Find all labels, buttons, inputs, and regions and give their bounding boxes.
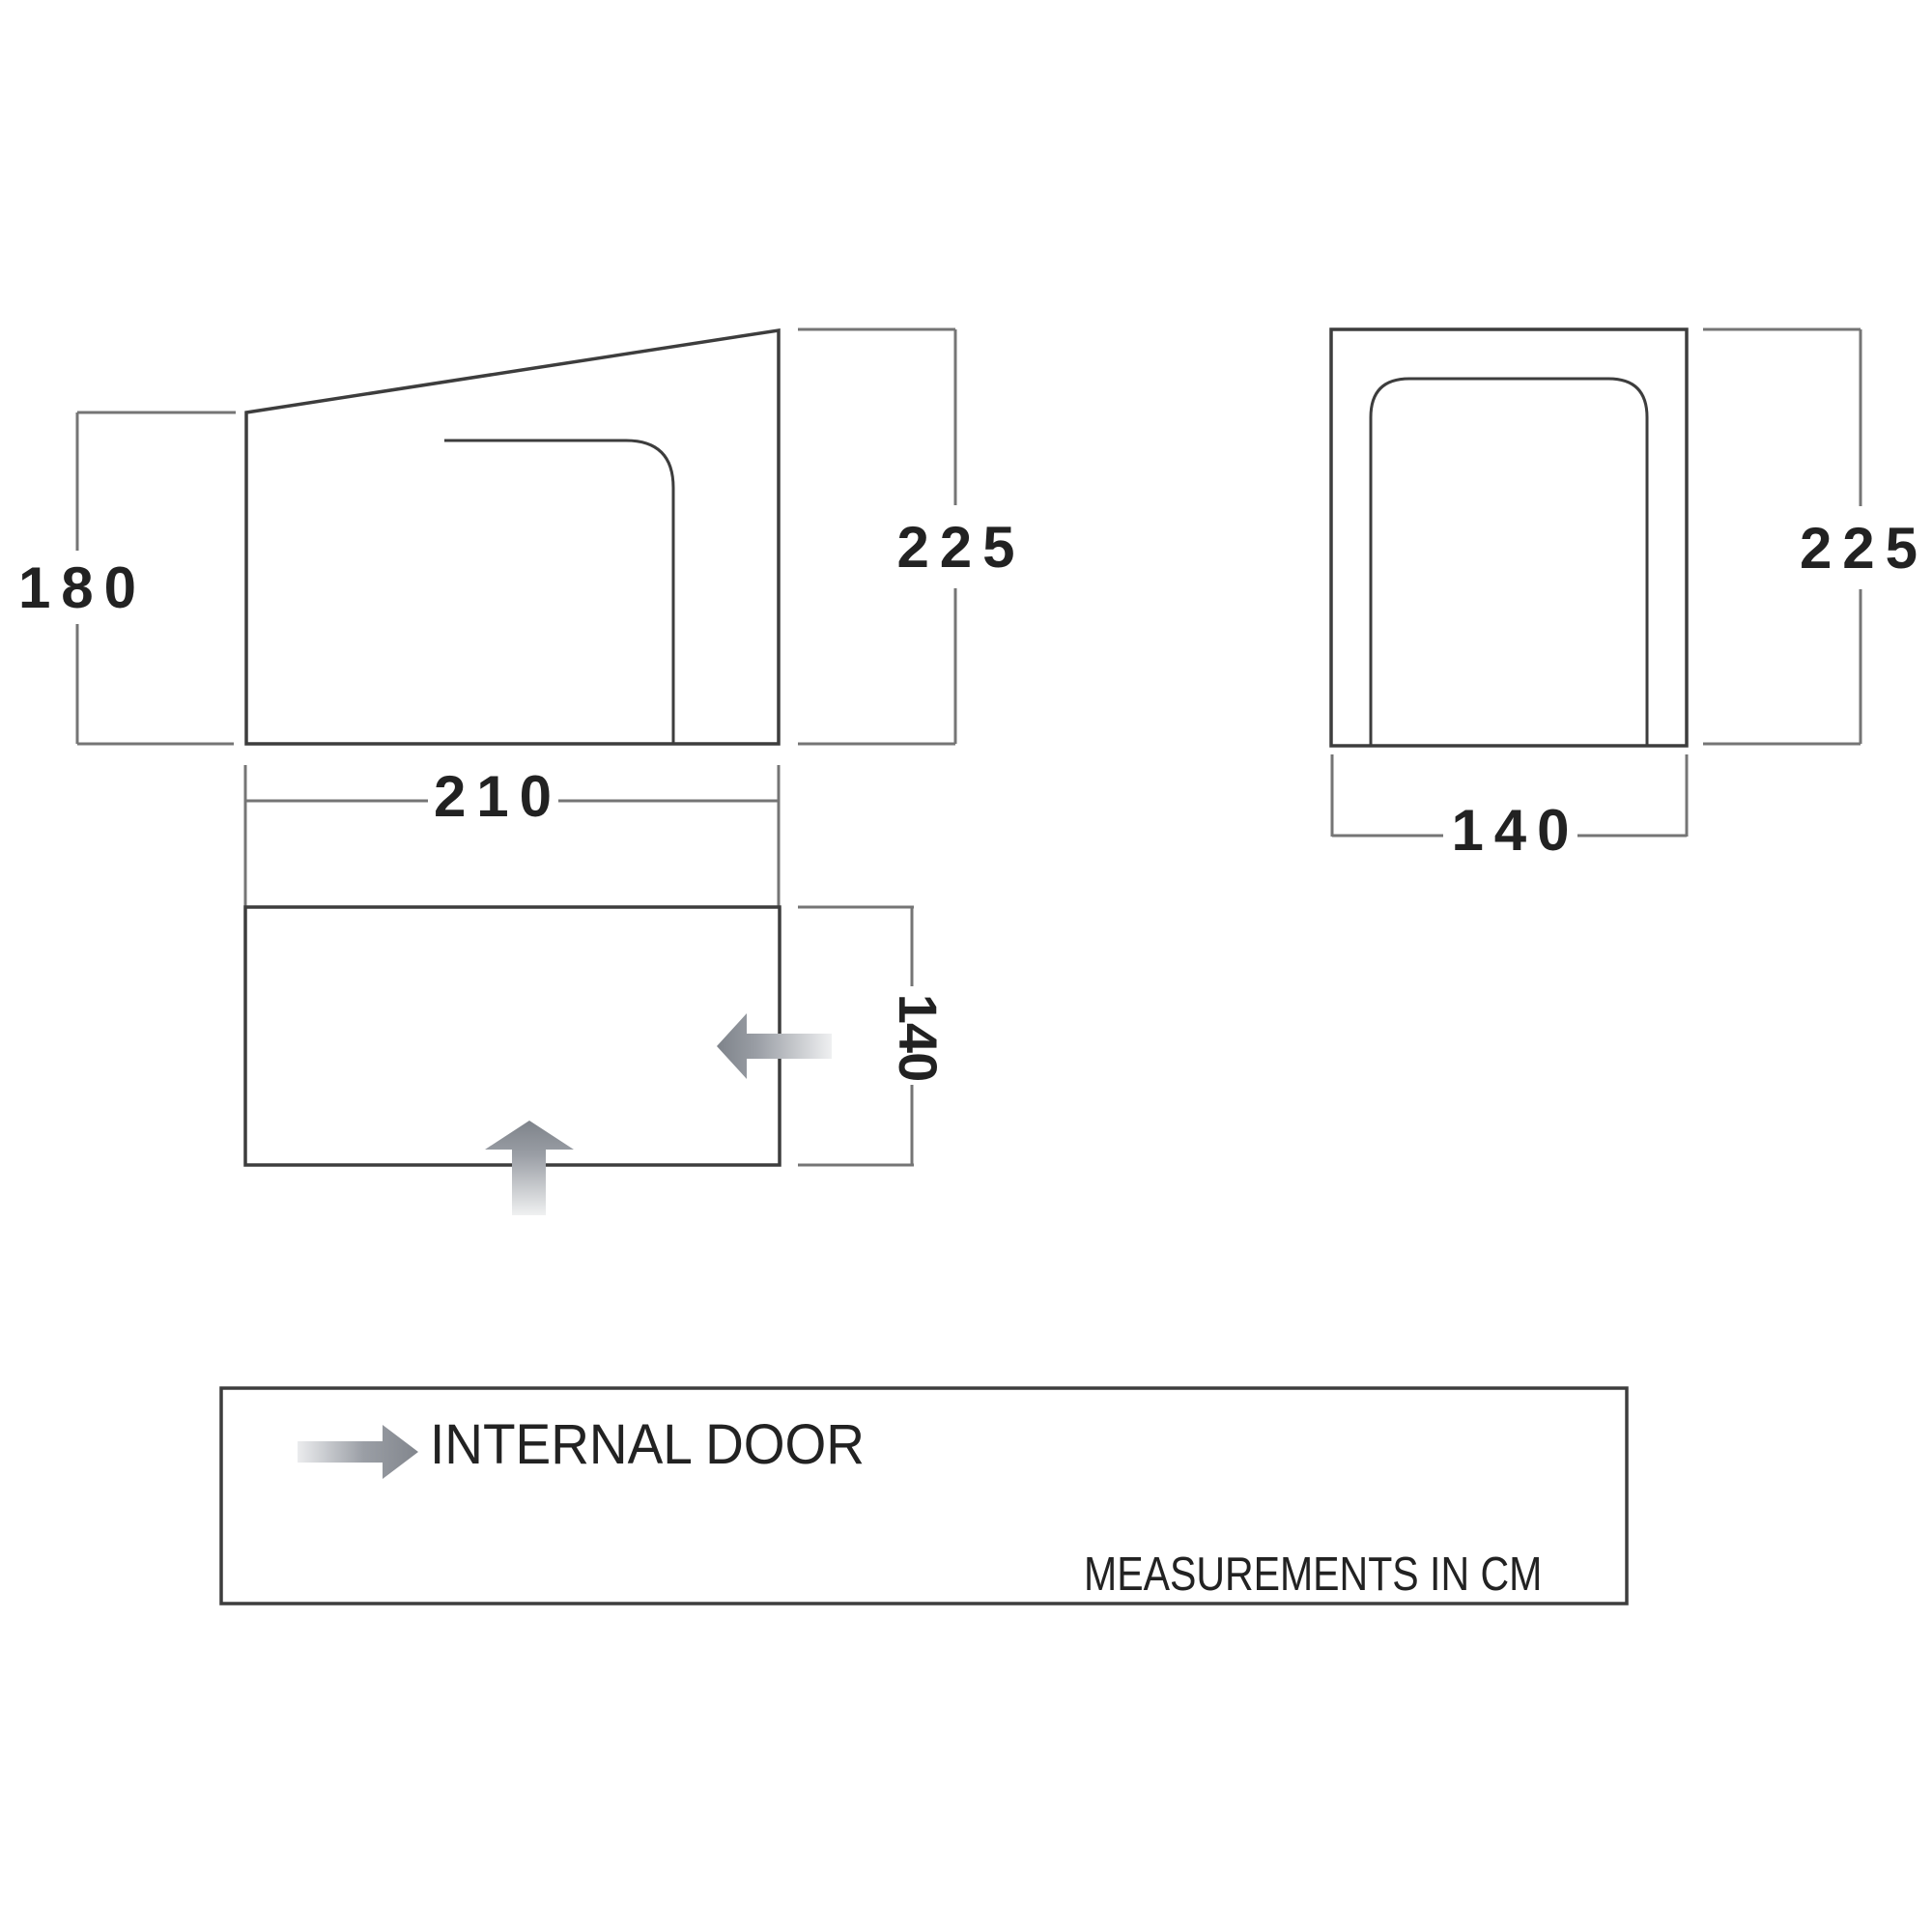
svg-text:MEASUREMENTS IN CM: MEASUREMENTS IN CM <box>1084 1548 1542 1601</box>
svg-text:140: 140 <box>888 994 949 1081</box>
svg-text:140: 140 <box>1451 798 1579 863</box>
svg-text:210: 210 <box>434 764 562 829</box>
svg-text:INTERNAL DOOR: INTERNAL DOOR <box>430 1413 865 1476</box>
svg-text:225: 225 <box>896 515 1025 580</box>
svg-text:180: 180 <box>18 555 147 620</box>
svg-text:225: 225 <box>1800 516 1928 581</box>
